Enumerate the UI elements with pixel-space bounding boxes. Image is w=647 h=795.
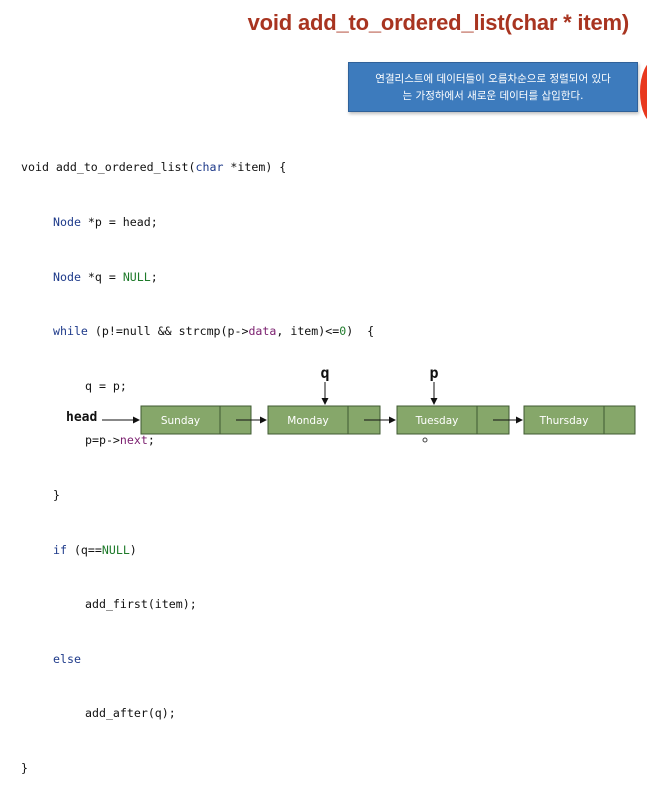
list-node-tuesday: Tuesday [396,405,510,435]
list-node-sunday: Sunday [140,405,252,435]
node-label: Monday [287,415,328,427]
node-data-cell [396,405,478,435]
code-line-2: Node *p = head; [53,215,158,229]
node-data-cell [523,405,605,435]
code-line-1: void add_to_ordered_list(char *item) { [21,160,287,175]
list-node-thursday: Thursday [523,405,636,435]
code-line-10: else [53,651,81,666]
code-line-9: add_first(item); [85,597,197,612]
node-label: Tuesday [415,415,459,427]
node-data-cell [140,405,221,435]
code-line-7: } [53,487,60,502]
code-line-5: q = p; [85,378,127,393]
decorative-red-circle [640,60,647,124]
node-label: Sunday [161,415,200,427]
linked-list-diagram: head Sunday Monday Tuesday Thursday q p [66,364,636,443]
code-line-4: while (p!=null && strcmp(p->data, item)<… [53,324,375,339]
code-line-12: } [21,760,28,775]
code-line-6: p=p->next; [85,433,155,448]
code-line-11: add_after(q); [85,706,176,721]
callout-line-1: 연결리스트에 데이터들이 오름차순으로 정렬되어 있다 [375,73,611,85]
callout-box: 연결리스트에 데이터들이 오름차순으로 정렬되어 있다 는 가정하에서 새로운 … [348,62,638,112]
pointer-p-label: p [429,364,438,382]
node-link-cell [603,405,636,435]
callout-line-2: 는 가정하에서 새로운 데이터를 삽입한다. [402,90,584,102]
head-label: head [66,410,97,425]
node-label: Thursday [539,415,589,427]
pointer-q-label: q [320,364,329,382]
code-line-8: if (q==NULL) [53,542,137,557]
slide-title: void add_to_ordered_list(char * item) [247,10,630,35]
code-block: void add_to_ordered_list(char *item) { N… [21,122,374,795]
list-node-monday: Monday [267,405,381,435]
cursor-marker [422,437,428,443]
code-line-3: Node *q = NULL; [53,269,158,284]
